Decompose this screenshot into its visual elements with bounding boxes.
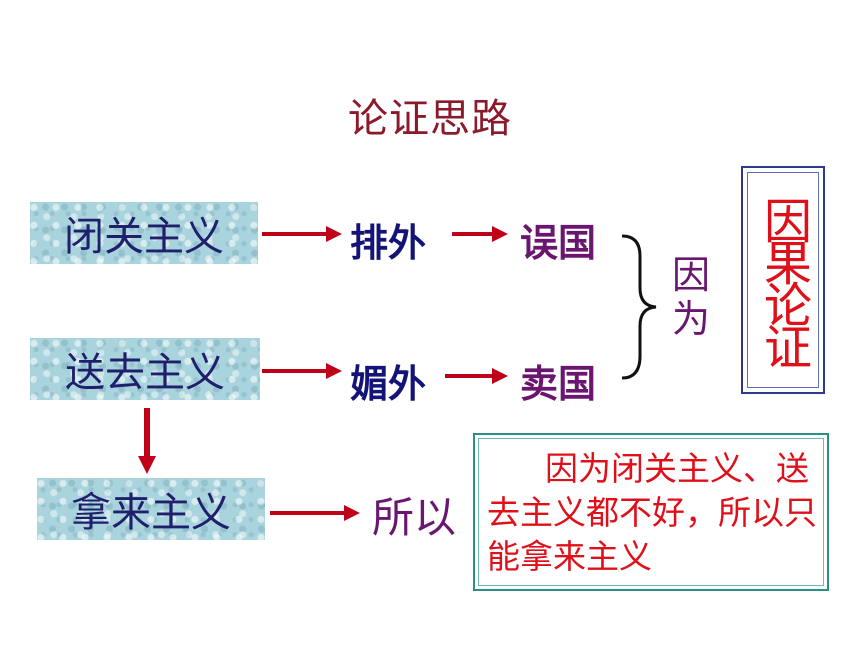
result-word-sell: 卖国 bbox=[520, 362, 597, 406]
doctrine-label: 送去主义 bbox=[65, 350, 225, 396]
effect-word-fawn: 媚外 bbox=[350, 362, 427, 406]
argument-type-box: 因果论证 bbox=[741, 166, 825, 394]
result-word-ruin: 误国 bbox=[520, 221, 597, 265]
arrow-taking-to-therefore bbox=[270, 505, 360, 521]
effect-word-exclude: 排外 bbox=[350, 221, 427, 265]
conclusion-inner-frame: 因为闭关主义、送去主义都不好，所以只能拿来主义 bbox=[478, 438, 824, 586]
arrow-closed-to-exclude bbox=[262, 226, 342, 242]
doctrine-label: 闭关主义 bbox=[64, 214, 224, 260]
therefore-label: 所以 bbox=[372, 493, 457, 542]
doctrine-box-closed-door: 闭关主义 bbox=[30, 202, 258, 264]
brace bbox=[621, 234, 657, 380]
page-title: 论证思路 bbox=[348, 96, 512, 142]
doctrine-box-taking-in: 拿来主义 bbox=[37, 478, 265, 540]
conclusion-box: 因为闭关主义、送去主义都不好，所以只能拿来主义 bbox=[473, 433, 829, 591]
because-label: 因为 bbox=[671, 253, 710, 341]
argument-type-label: 因果论证 bbox=[755, 196, 811, 364]
arrow-exclude-to-ruin bbox=[452, 226, 508, 242]
conclusion-text: 因为闭关主义、送去主义都不好，所以只能拿来主义 bbox=[487, 449, 817, 576]
argument-type-inner-frame: 因果论证 bbox=[747, 172, 819, 388]
arrow-sending-to-taking bbox=[138, 408, 156, 474]
doctrine-label: 拿来主义 bbox=[71, 490, 231, 536]
arrow-sending-to-fawn bbox=[262, 363, 342, 379]
arrow-fawn-to-sell bbox=[445, 368, 508, 384]
doctrine-box-sending-out: 送去主义 bbox=[30, 338, 260, 400]
